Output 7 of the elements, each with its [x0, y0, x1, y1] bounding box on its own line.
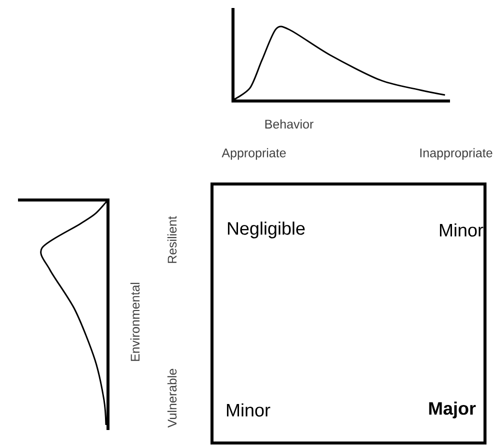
- axis-label: Inappropriate: [420, 148, 492, 160]
- axis-label: Behavior: [265, 119, 314, 129]
- axis-label: Environmental: [130, 282, 140, 361]
- axis-label: Appropriate: [222, 148, 286, 160]
- axis-label: Vulnerable: [167, 368, 177, 428]
- axis-label: Resilient: [167, 216, 177, 263]
- matrix-box: Negligible Minor Minor Major: [210, 182, 486, 444]
